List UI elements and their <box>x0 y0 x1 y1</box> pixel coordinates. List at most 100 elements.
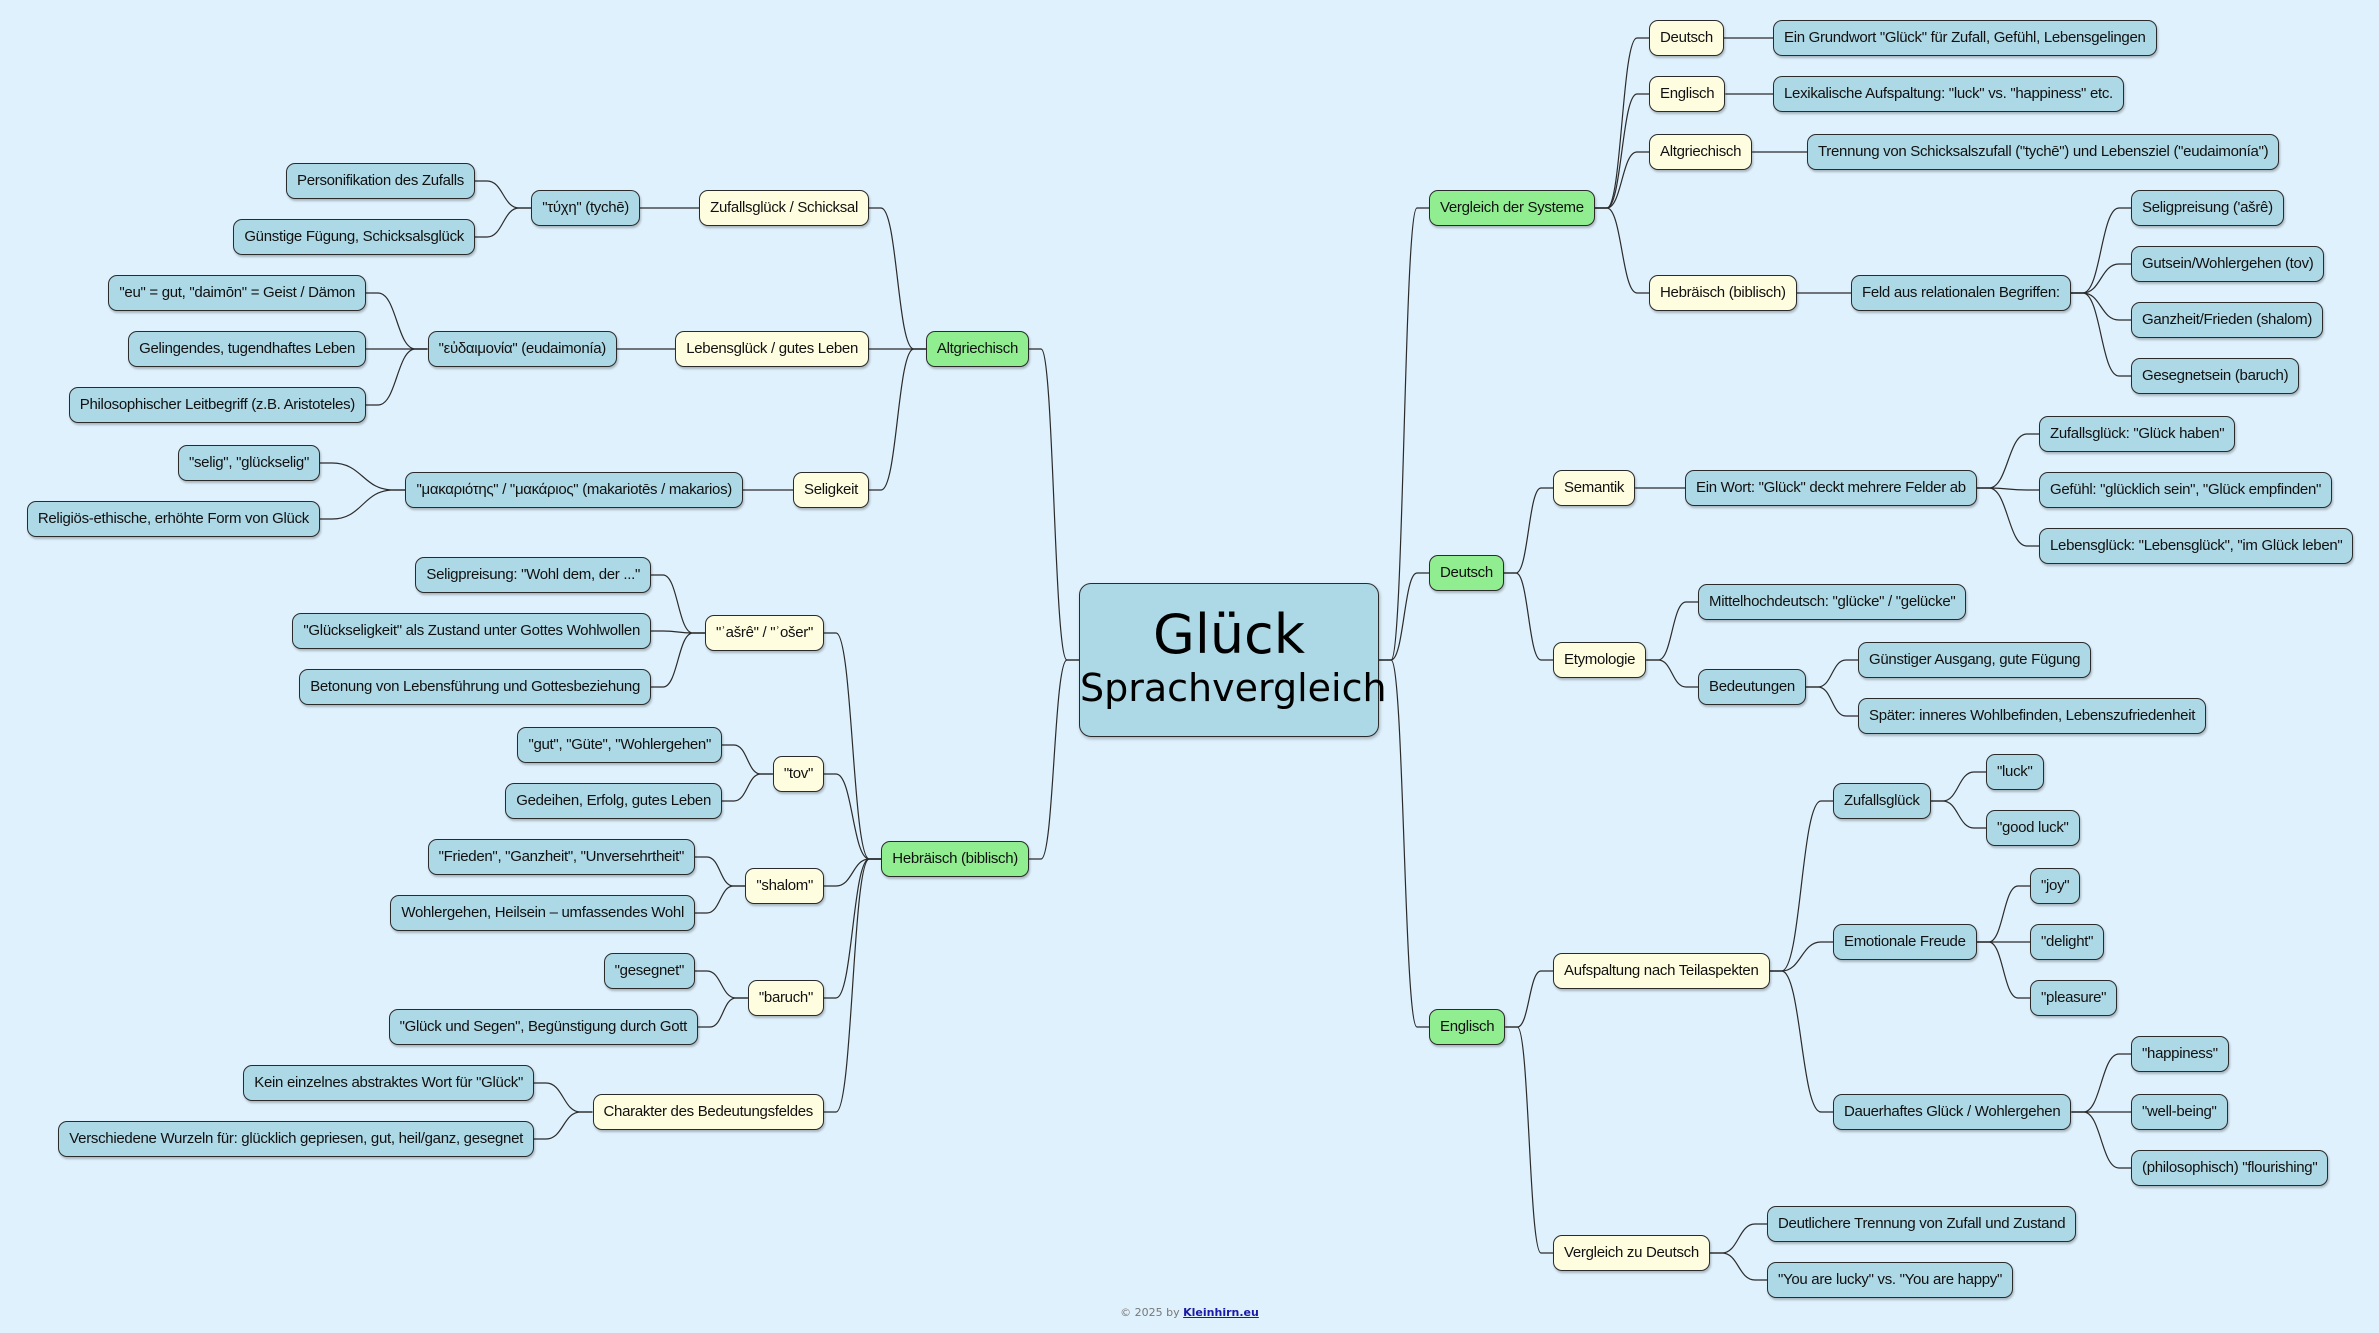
leaf-node[interactable]: "delight" <box>2030 924 2105 960</box>
branch-englisch[interactable]: Englisch <box>1429 1009 1506 1045</box>
connector-line <box>366 348 428 406</box>
connector-line <box>1594 151 1649 209</box>
node-charakter-bedeutungsfeld[interactable]: Charakter des Bedeutungsfeldes <box>592 1094 824 1130</box>
leaf-node[interactable]: Ein Grundwort "Glück" für Zufall, Gefühl… <box>1773 20 2157 56</box>
connector-line <box>2070 292 2131 377</box>
node-bedeutungen[interactable]: Bedeutungen <box>1698 669 1806 705</box>
node-vergleich-zu-deutsch[interactable]: Vergleich zu Deutsch <box>1553 1235 1710 1271</box>
connector-line <box>1029 348 1079 661</box>
node-asre[interactable]: "ʾašrê" / "ʾošer" <box>704 615 824 651</box>
connector-line <box>1594 37 1649 209</box>
node-dauerhaftes-glueck[interactable]: Dauerhaftes Glück / Wohlergehen <box>1833 1094 2072 1130</box>
connector-line <box>534 1111 593 1140</box>
leaf-node[interactable]: "Glückseligkeit" als Zustand unter Gotte… <box>292 613 651 649</box>
leaf-node[interactable]: Seligpreisung: "Wohl dem, der ..." <box>415 557 651 593</box>
node-zufallsglueck-schicksal[interactable]: Zufallsglück / Schicksal <box>699 190 869 226</box>
footer-link[interactable]: Kleinhirn.eu <box>1183 1306 1259 1319</box>
leaf-node[interactable]: "eu" = gut, "daimōn" = Geist / Dämon <box>108 275 366 311</box>
leaf-node[interactable]: Personifikation des Zufalls <box>286 163 475 199</box>
node-vergleich-englisch[interactable]: Englisch <box>1649 76 1726 112</box>
node-tov[interactable]: "tov" <box>772 756 824 792</box>
leaf-node[interactable]: Trennung von Schicksalszufall ("tychē") … <box>1807 134 2280 170</box>
footer-copyright: © 2025 by <box>1120 1306 1180 1319</box>
leaf-node[interactable]: Gelingendes, tugendhaftes Leben <box>128 331 366 367</box>
leaf-node[interactable]: Philosophischer Leitbegriff (z.B. Aristo… <box>68 387 366 423</box>
node-shalom[interactable]: "shalom" <box>745 868 824 904</box>
connector-line <box>1805 686 1858 717</box>
connector-line <box>366 292 428 350</box>
leaf-node[interactable]: "You are lucky" vs. "You are happy" <box>1767 1262 2013 1298</box>
branch-vergleich-der-systeme[interactable]: Vergleich der Systeme <box>1429 190 1595 226</box>
leaf-node[interactable]: Günstiger Ausgang, gute Fügung <box>1858 642 2092 678</box>
node-aufspaltung[interactable]: Aufspaltung nach Teilaspekten <box>1553 953 1770 989</box>
leaf-node[interactable]: "selig", "glückselig" <box>177 445 320 481</box>
connector-line <box>1029 659 1079 860</box>
connector-line <box>1505 970 1553 1028</box>
connector-line <box>2071 1111 2131 1169</box>
root-node[interactable]: Glück Sprachvergleich <box>1079 583 1387 737</box>
connector-line <box>1805 659 1858 688</box>
leaf-node[interactable]: "gesegnet" <box>603 953 695 989</box>
connector-line <box>1976 487 2039 547</box>
branch-altgriechisch[interactable]: Altgriechisch <box>925 331 1029 367</box>
leaf-node[interactable]: Günstige Fügung, Schicksalsglück <box>233 219 475 255</box>
leaf-node[interactable]: Religiös-ethische, erhöhte Form von Glüc… <box>26 501 320 537</box>
connector-line <box>695 856 746 887</box>
leaf-node[interactable]: Lebensglück: "Lebensglück", "im Glück le… <box>2039 528 2354 564</box>
connector-line <box>1976 941 2030 999</box>
leaf-node[interactable]: Zufallsglück: "Glück haben" <box>2039 416 2236 452</box>
connector-line <box>475 180 532 209</box>
node-semantik[interactable]: Semantik <box>1553 470 1636 506</box>
branch-deutsch[interactable]: Deutsch <box>1429 555 1504 591</box>
node-lebensglueck[interactable]: Lebensglück / gutes Leben <box>675 331 869 367</box>
leaf-node[interactable]: Lexikalische Aufspaltung: "luck" vs. "ha… <box>1773 76 2124 112</box>
node-tyche[interactable]: "τύχη" (tychē) <box>531 190 640 226</box>
leaf-node[interactable]: "Glück und Segen", Begünstigung durch Go… <box>388 1009 698 1045</box>
node-vergleich-hebraeisch[interactable]: Hebräisch (biblisch) <box>1649 275 1797 311</box>
leaf-node[interactable]: Kein einzelnes abstraktes Wort für "Glüc… <box>243 1065 534 1101</box>
node-vergleich-altgriechisch[interactable]: Altgriechisch <box>1649 134 1753 170</box>
node-makariotes[interactable]: "μακαριότης" / "μακάριος" (makariotēs / … <box>405 472 743 508</box>
connector-line <box>1594 207 1649 294</box>
node-vergleich-deutsch[interactable]: Deutsch <box>1649 20 1724 56</box>
leaf-node[interactable]: Verschiedene Wurzeln für: glücklich gepr… <box>58 1121 534 1157</box>
leaf-node[interactable]: Gesegnetsein (baruch) <box>2131 358 2300 394</box>
leaf-node[interactable]: Betonung von Lebensführung und Gottesbez… <box>299 669 651 705</box>
leaf-node[interactable]: Wohlergehen, Heilsein – umfassendes Wohl <box>390 895 695 931</box>
leaf-node[interactable]: "good luck" <box>1986 810 2080 846</box>
node-eudaimonia[interactable]: "εὐδαιμονία" (eudaimonía) <box>427 331 617 367</box>
leaf-node[interactable]: "happiness" <box>2131 1036 2229 1072</box>
leaf-node[interactable]: "joy" <box>2030 868 2081 904</box>
connector-line <box>534 1082 593 1113</box>
connector-line <box>1769 970 1833 1113</box>
connector-line <box>475 207 532 238</box>
leaf-node[interactable]: (philosophisch) "flourishing" <box>2131 1150 2329 1186</box>
node-emotionale-freude[interactable]: Emotionale Freude <box>1833 924 1977 960</box>
connector-line <box>824 858 882 1113</box>
connector-line <box>1930 771 1986 802</box>
leaf-node[interactable]: Ganzheit/Frieden (shalom) <box>2131 302 2324 338</box>
node-ein-wort[interactable]: Ein Wort: "Glück" deckt mehrere Felder a… <box>1685 470 1977 506</box>
branch-hebraeisch[interactable]: Hebräisch (biblisch) <box>881 841 1029 877</box>
connector-line <box>1769 941 1833 972</box>
connector-line <box>651 574 705 634</box>
node-seligkeit[interactable]: Seligkeit <box>793 472 869 508</box>
node-etymologie[interactable]: Etymologie <box>1553 642 1647 678</box>
leaf-node[interactable]: Deutlichere Trennung von Zufall und Zust… <box>1767 1206 2077 1242</box>
leaf-node[interactable]: "luck" <box>1986 754 2044 790</box>
node-feld-relationale-begriffe[interactable]: Feld aus relationalen Begriffen: <box>1851 275 2071 311</box>
leaf-node[interactable]: Seligpreisung ('ašrê) <box>2131 190 2284 226</box>
node-zufallsglueck-en[interactable]: Zufallsglück <box>1833 783 1931 819</box>
leaf-node[interactable]: "pleasure" <box>2030 980 2118 1016</box>
leaf-node[interactable]: Gutsein/Wohlergehen (tov) <box>2131 246 2325 282</box>
connector-line <box>869 207 926 350</box>
connector-line <box>1976 487 2039 491</box>
node-baruch[interactable]: "baruch" <box>747 980 824 1016</box>
leaf-node[interactable]: "gut", "Güte", "Wohlergehen" <box>517 727 722 763</box>
leaf-node[interactable]: "Frieden", "Ganzheit", "Unversehrtheit" <box>427 839 695 875</box>
leaf-node[interactable]: Gedeihen, Erfolg, gutes Leben <box>505 783 722 819</box>
leaf-node[interactable]: Mittelhochdeutsch: "glücke" / "gelücke" <box>1698 584 1967 620</box>
leaf-node[interactable]: Gefühl: "glücklich sein", "Glück empfind… <box>2039 472 2333 508</box>
leaf-node[interactable]: Später: inneres Wohlbefinden, Lebenszufr… <box>1858 698 2207 734</box>
leaf-node[interactable]: "well-being" <box>2131 1094 2228 1130</box>
